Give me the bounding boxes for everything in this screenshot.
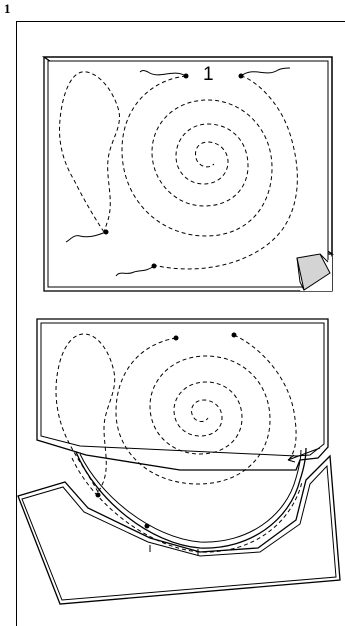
fabric-panel-inner-outline	[48, 61, 328, 287]
figure-step-1: 1	[44, 57, 332, 291]
upper-fabric-panel-outer	[37, 319, 328, 470]
curved-facing-panel	[76, 448, 306, 548]
step-label: 1	[203, 64, 214, 85]
marker-dot-top-left-2	[174, 336, 179, 341]
curved-seam-stitching	[72, 458, 302, 552]
marker-dot-bottom-2	[145, 524, 150, 529]
upper-fabric-panel-inner	[41, 323, 324, 456]
dashed-spiral-outer-tail-2	[234, 335, 296, 458]
figure-step-2	[18, 319, 340, 604]
marker-dot-left-2	[96, 493, 101, 498]
dashed-spiral-seam-2	[116, 338, 270, 484]
dashed-blob-outline-2	[56, 334, 115, 492]
marker-dot-top-right-2	[232, 333, 237, 338]
